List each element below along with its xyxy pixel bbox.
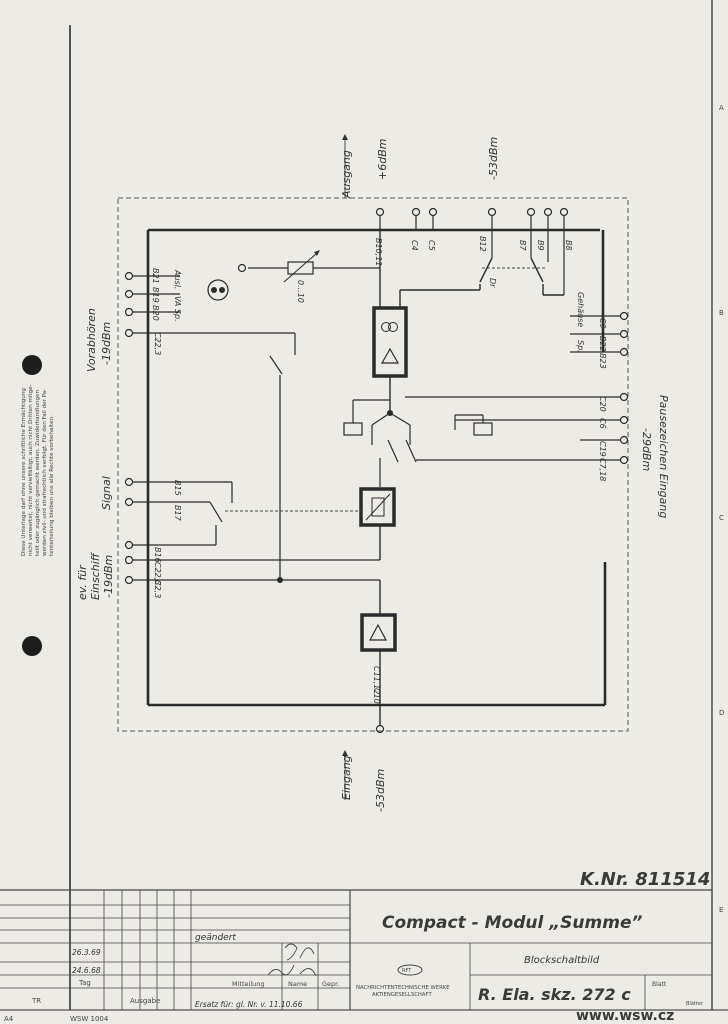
svg-text:nicht verwertet, nicht verviel: nicht verwertet, nicht vervielfältigt, a…: [28, 384, 34, 556]
mixer-attenuator-block: [359, 487, 396, 527]
col-mitteilung: Mitteilung: [232, 980, 265, 988]
output-amplifier-block: [372, 306, 408, 378]
corner-mark-b: B: [719, 309, 724, 317]
revision-changed: geändert: [195, 933, 236, 943]
punch-hole-bottom: [22, 636, 42, 656]
replaces-note: Ersatz für: gl. Nr. v. 11.10.66: [195, 1000, 303, 1009]
label-ausl: Ausl.: [173, 269, 182, 289]
module-enclosure: [117, 197, 629, 732]
label-gain: 0...10: [296, 280, 305, 303]
label-minus-53dbm-bottom: -53dBm: [374, 769, 387, 812]
svg-text:tenterteilung bleiben uns alle: tenterteilung bleiben uns alle Rechte vo…: [49, 415, 55, 556]
pin-b7: B7: [518, 240, 527, 251]
top-connectors: B10,11 C4 C5 B12 B7 B9 B8: [374, 207, 573, 295]
input-amplifier-block: [360, 613, 397, 652]
svg-text:teilt oder zugänglich gemacht: teilt oder zugänglich gemacht werden. Zu…: [35, 390, 41, 556]
paper-format: A4: [4, 1015, 14, 1023]
punch-hole-top: [22, 355, 42, 375]
label-signal: Signal: [100, 476, 113, 510]
right-connectors: [405, 311, 629, 465]
pin-c1112: C11,12: [372, 666, 381, 695]
pin-c9: C9: [598, 318, 607, 329]
copyright-notice: Diese Unterlage darf ohne unsere schrift…: [21, 384, 55, 556]
pin-c19: C19: [598, 441, 607, 457]
label-blatt: Blatt: [652, 981, 667, 988]
label-ausgang: Ausgang: [340, 150, 353, 199]
company-name: NACHRICHTENTECHNISCHE WERKE: [356, 985, 450, 991]
svg-text:Diese Unterlage darf ohne unse: Diese Unterlage darf ohne unsere schrift…: [21, 388, 27, 556]
pin-b9: B9: [536, 240, 545, 251]
pin-b20: B20: [151, 305, 160, 321]
corner-mark-e: E: [719, 906, 723, 914]
label-pausezeichen-eingang: Pausezeichen Eingang: [657, 395, 670, 518]
svg-text:werden zivil- und strafrechtli: werden zivil- und strafrechtlich verfolg…: [42, 389, 48, 556]
pin-c4: C4: [410, 240, 419, 251]
company-form: AKTIENGESELLSCHAFT: [372, 992, 432, 998]
corner-mark-d: D: [719, 709, 724, 717]
drawing-number: K.Nr. 811514: [580, 869, 710, 890]
label-dr: Dr: [488, 278, 497, 288]
revision-date-2: 24.6.68: [72, 966, 101, 975]
form-number: WSW 1004: [70, 1015, 109, 1023]
signature-mark-2: [267, 964, 317, 977]
left-middle-connectors: [124, 477, 380, 585]
pin-b12: B12: [478, 236, 487, 252]
switch-dr: [399, 257, 564, 308]
pin-c23: C2,3: [153, 580, 162, 598]
svg-text:RFT: RFT: [402, 968, 412, 974]
pin-c5: C5: [427, 240, 436, 251]
label-eingang-bottom: Eingang: [340, 755, 353, 800]
pin-c20: C20: [598, 396, 607, 412]
corner-mark-a: A: [719, 104, 724, 112]
pin-b10b11: B10,11: [374, 238, 383, 266]
pin-b21: B21: [151, 268, 160, 284]
label-sp: Sp.: [576, 340, 585, 353]
col-tag: Tag: [78, 979, 91, 987]
label-plus-6dbm: +6dBm: [376, 139, 389, 180]
pin-c223-top: C22,3: [153, 332, 162, 355]
pin-c6: C6: [598, 418, 607, 429]
label-vorab-level: -19dBm: [100, 322, 113, 365]
left-top-connectors: [124, 271, 296, 580]
revision-date-1: 26.3.69: [72, 948, 101, 957]
label-gehaeuse: Gehäuse: [576, 292, 585, 327]
module-title: Compact - Modul „Summe”: [382, 913, 642, 933]
col-gepr: Gepr.: [322, 980, 339, 988]
pin-b16: B16: [153, 547, 162, 563]
label-vasp: VA Sp.: [173, 296, 182, 322]
relay-contacts: [343, 399, 493, 487]
col-name: Name: [288, 980, 307, 988]
pin-b8: B8: [564, 240, 573, 251]
col-ausgabe: Ausgabe: [130, 997, 160, 1005]
label-ev-fuer: ev. für: [76, 564, 89, 600]
pin-c718: C7,18: [598, 458, 607, 481]
company-logo: RFT: [397, 964, 423, 976]
label-vorabhoeren: Vorabhören: [85, 308, 98, 372]
label-blaetter: Blätter: [686, 1001, 704, 1007]
label-einschiff-level: -19dBm: [102, 555, 115, 598]
diagram-subtitle: Blockschaltbild: [524, 955, 600, 966]
signature-mark-1: [284, 943, 315, 961]
ground-frame: [146, 228, 607, 707]
corner-mark-c: C: [719, 514, 724, 522]
pin-c10: C10: [372, 688, 381, 704]
pin-b17: B17: [173, 505, 182, 522]
headphone-icon: [207, 279, 229, 301]
pin-b22: B22: [598, 336, 607, 352]
pin-b15: B15: [173, 480, 182, 496]
label-minus-53dbm-top: -53dBm: [487, 137, 500, 180]
pin-b19: B19: [151, 287, 160, 303]
watermark-url: www.wsw.cz: [576, 1008, 674, 1024]
pin-b23: B23: [598, 353, 607, 369]
drawing-reference: R. Ela. skz. 272 c: [478, 985, 631, 1004]
label-pause-level: -29dBm: [640, 428, 653, 471]
title-block-grid: [0, 889, 712, 1010]
col-tr: TR: [31, 997, 41, 1005]
pin-c223-mid: C22,3: [153, 562, 162, 585]
label-einschiff: Einschiff: [89, 552, 102, 600]
